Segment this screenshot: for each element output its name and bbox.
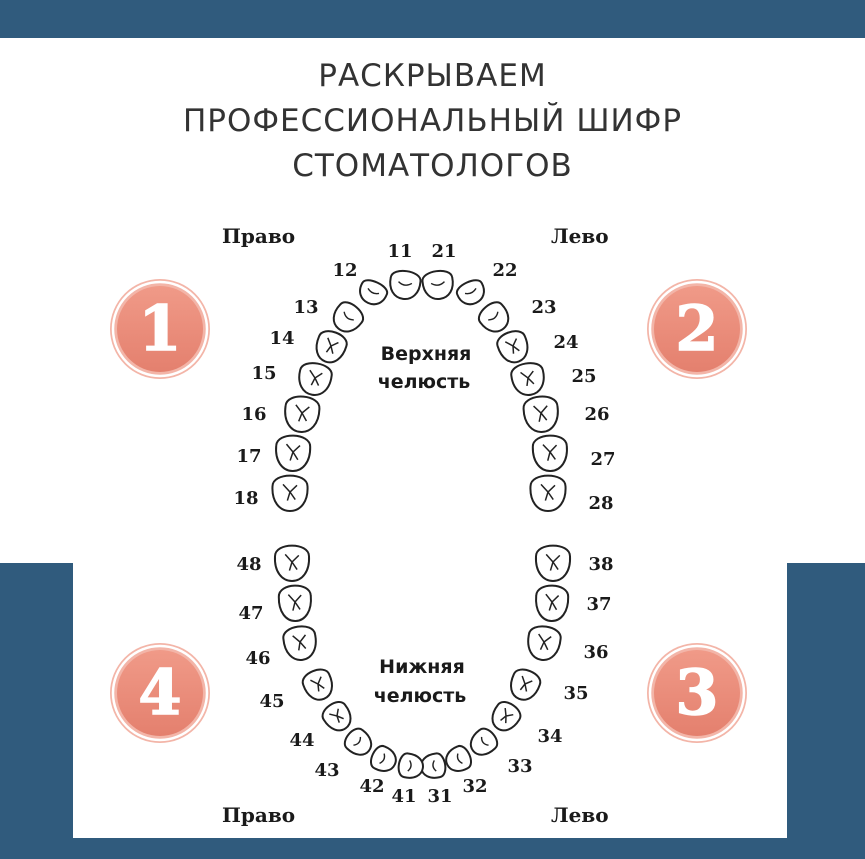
side-label-left-upper: Лево <box>551 224 609 248</box>
tooth-17 <box>275 434 312 472</box>
tooth-47 <box>277 584 312 622</box>
tooth-24 <box>496 330 529 364</box>
tooth-number-31: 31 <box>427 786 452 807</box>
tooth-number-42: 42 <box>359 776 384 797</box>
tooth-number-38: 38 <box>588 554 613 575</box>
quadrant-number: 2 <box>675 292 718 365</box>
tooth-number-34: 34 <box>537 726 562 747</box>
tooth-42 <box>370 745 397 772</box>
tooth-32 <box>445 745 472 772</box>
tooth-number-14: 14 <box>269 328 294 349</box>
title-line-1: РАСКРЫВАЕМ <box>318 58 547 94</box>
tooth-43 <box>343 727 373 756</box>
quadrant-number: 1 <box>138 292 181 365</box>
tooth-21 <box>421 269 454 300</box>
tooth-number-33: 33 <box>507 756 532 777</box>
tooth-48 <box>273 544 311 583</box>
tooth-38 <box>534 544 572 583</box>
tooth-15 <box>298 362 333 396</box>
quadrant-number: 3 <box>675 656 718 729</box>
tooth-number-18: 18 <box>233 488 258 509</box>
quadrant-number: 4 <box>138 656 181 729</box>
tooth-16 <box>284 395 321 433</box>
tooth-number-25: 25 <box>571 366 596 387</box>
tooth-36 <box>527 625 562 661</box>
tooth-41 <box>397 752 424 779</box>
tooth-number-44: 44 <box>289 730 314 751</box>
tooth-12 <box>359 279 388 306</box>
title-line-3: СТОМАТОЛОГОВ <box>292 148 573 184</box>
tooth-number-28: 28 <box>588 493 613 514</box>
tooth-number-11: 11 <box>387 241 412 262</box>
tooth-number-43: 43 <box>314 760 339 781</box>
tooth-number-36: 36 <box>583 642 608 663</box>
tooth-11 <box>389 269 422 300</box>
tooth-number-24: 24 <box>553 332 578 353</box>
top-frame-bar <box>0 0 865 38</box>
bottom-frame-bar <box>0 838 865 859</box>
title-line-2: ПРОФЕССИОНАЛЬНЫЙ ШИФР <box>182 103 683 139</box>
tooth-46 <box>282 625 317 661</box>
quadrant-badge-3: 3 <box>647 643 747 743</box>
tooth-number-45: 45 <box>259 691 284 712</box>
tooth-number-47: 47 <box>238 603 263 624</box>
tooth-number-21: 21 <box>431 241 456 262</box>
quadrant-badge-4: 4 <box>110 643 210 743</box>
tooth-34 <box>491 701 522 732</box>
tooth-number-16: 16 <box>241 404 266 425</box>
tooth-number-35: 35 <box>563 683 588 704</box>
tooth-45 <box>301 668 333 701</box>
tooth-number-27: 27 <box>590 449 615 470</box>
tooth-number-23: 23 <box>531 297 556 318</box>
tooth-33 <box>469 727 499 756</box>
tooth-number-37: 37 <box>586 594 611 615</box>
tooth-18 <box>271 474 309 513</box>
tooth-number-48: 48 <box>236 554 261 575</box>
tooth-number-17: 17 <box>236 446 261 467</box>
tooth-23 <box>477 301 510 333</box>
tooth-14 <box>315 330 348 364</box>
right-frame-bar <box>787 563 865 859</box>
tooth-26 <box>522 395 559 433</box>
tooth-31 <box>420 752 447 779</box>
tooth-27 <box>531 434 568 472</box>
tooth-25 <box>510 362 545 396</box>
tooth-number-26: 26 <box>584 404 609 425</box>
upper-jaw-label-1: Верхняя <box>381 343 472 365</box>
tooth-35 <box>510 668 542 701</box>
side-label-right-upper: Право <box>222 224 295 248</box>
tooth-44 <box>321 701 352 732</box>
tooth-number-41: 41 <box>391 786 416 807</box>
quadrant-badge-2: 2 <box>647 279 747 379</box>
left-frame-bar <box>0 563 73 859</box>
tooth-number-12: 12 <box>332 260 357 281</box>
tooth-number-22: 22 <box>492 260 517 281</box>
lower-jaw-label-1: Нижняя <box>379 656 465 678</box>
tooth-number-13: 13 <box>293 297 318 318</box>
page-title: РАСКРЫВАЕМ ПРОФЕССИОНАЛЬНЫЙ ШИФР СТОМАТО… <box>0 54 865 189</box>
lower-jaw-label-2: челюсть <box>374 685 467 707</box>
tooth-number-15: 15 <box>251 363 276 384</box>
tooth-13 <box>332 301 365 333</box>
quadrant-badge-1: 1 <box>110 279 210 379</box>
tooth-number-32: 32 <box>462 776 487 797</box>
tooth-number-46: 46 <box>245 648 270 669</box>
tooth-22 <box>456 279 485 306</box>
tooth-37 <box>535 584 570 622</box>
side-label-right-lower: Право <box>222 803 295 827</box>
upper-jaw-label-2: челюсть <box>378 371 471 393</box>
side-label-left-lower: Лево <box>551 803 609 827</box>
tooth-28 <box>529 474 567 513</box>
